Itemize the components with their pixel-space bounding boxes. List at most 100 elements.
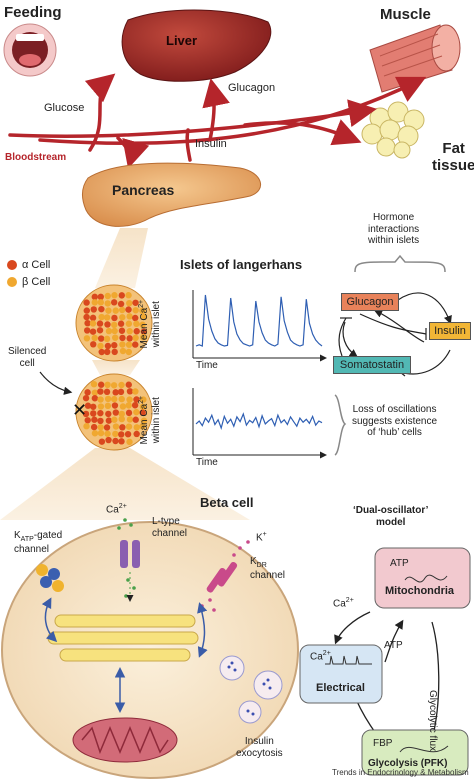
beta-cell-blue-arrows <box>41 597 208 713</box>
islet-cell <box>90 306 97 313</box>
xlabel-bottom: Time <box>196 457 218 468</box>
mitochondria-atp-label: ATP <box>390 558 409 569</box>
fat-tissue-illustration <box>361 101 425 159</box>
calcium-arrow-label: Ca2+ <box>333 597 354 610</box>
islet-cell <box>126 313 133 320</box>
trace-axes-top <box>192 290 327 362</box>
islet-cell <box>132 341 139 348</box>
islet-cell <box>98 313 105 321</box>
islet-cell <box>110 382 118 389</box>
islet-cell <box>97 417 104 425</box>
islet-cell <box>83 299 90 306</box>
islet-cell <box>112 437 119 445</box>
islet-cell <box>111 314 118 322</box>
islet-cell <box>118 306 126 314</box>
bloodstream-label: Bloodstream <box>5 152 67 163</box>
islet-cell <box>126 335 133 342</box>
islet-cell <box>133 424 140 431</box>
islet-cell <box>104 342 112 350</box>
islet-cell <box>125 292 132 299</box>
islet-cell <box>90 380 98 388</box>
islet-cell <box>84 389 91 396</box>
islet-cell <box>96 320 104 327</box>
islet-cell <box>126 299 133 307</box>
islet-cell <box>126 388 134 395</box>
islet-cell <box>111 327 118 335</box>
silenced-pointer-arrow <box>39 371 73 395</box>
islet-cell <box>103 314 111 321</box>
islet-cell <box>105 307 112 314</box>
islet-cell <box>91 430 99 437</box>
islet-cell <box>97 299 105 306</box>
mitochondria-label: Mitochondria <box>385 585 455 597</box>
islet-cell <box>104 381 111 389</box>
islet-cell <box>111 342 118 349</box>
islet-cell <box>112 423 120 430</box>
electrical-ca-label: Ca2+ <box>310 650 331 663</box>
ylabel-top: Mean Ca2+within islet <box>137 299 162 349</box>
islet-cell <box>97 388 104 395</box>
electrical-label: Electrical <box>316 682 365 694</box>
islet-cell <box>111 416 118 423</box>
islet-cell <box>119 347 127 355</box>
islet-cell <box>118 415 125 423</box>
islet-cell <box>97 335 105 342</box>
islet-cell <box>133 320 140 328</box>
islet-cell <box>90 403 97 410</box>
islet-cell <box>84 402 92 409</box>
islet-cell <box>140 396 147 403</box>
loss-bracket <box>334 394 347 456</box>
insulin-flow-label: Insulin <box>195 138 227 150</box>
islet-cell <box>104 300 111 307</box>
electrical-box <box>299 644 383 704</box>
islet-cell <box>110 299 118 306</box>
islet-cell <box>83 307 90 314</box>
islet-cell <box>98 438 106 445</box>
trace-axes-bottom <box>192 388 327 459</box>
insulin-granule-dots <box>227 661 272 716</box>
islet-cell <box>104 348 111 356</box>
beta-cell-dot <box>7 277 17 287</box>
islet-cell <box>97 381 105 388</box>
islet-cell <box>83 335 91 342</box>
insulin-granules <box>219 655 283 724</box>
islet-cell <box>91 395 99 402</box>
islet-cell <box>82 410 90 418</box>
islet-cell <box>140 417 148 424</box>
ylabel-bottom: Mean Ca2+within islet <box>137 395 162 445</box>
islet-cell <box>98 305 105 313</box>
flat-calcium-trace <box>195 412 323 430</box>
pancreas-illustration <box>81 162 262 227</box>
islet-cell <box>126 438 133 446</box>
islet-cell <box>104 402 112 410</box>
islet-cell <box>84 417 91 424</box>
islet-cell <box>90 423 98 431</box>
islet-cell <box>104 395 112 403</box>
islet-cell <box>97 403 105 410</box>
islet-cell <box>118 292 125 299</box>
islet-cell <box>111 402 119 409</box>
islet-cell <box>117 320 125 327</box>
islet-cell <box>112 307 119 314</box>
islet-cell <box>89 314 97 322</box>
islet-cell <box>103 424 111 431</box>
islet-cell <box>105 327 113 335</box>
islet-cell <box>118 395 125 403</box>
islet-cell <box>98 348 105 356</box>
islet-cell <box>126 416 134 423</box>
islet-cell <box>97 342 104 350</box>
islet-cell <box>104 321 111 328</box>
glycolysis-box <box>361 729 469 776</box>
glucagon-flow-label: Glucagon <box>228 82 276 94</box>
islet-cell <box>110 395 118 403</box>
islet-cell <box>112 389 119 396</box>
islet-cell <box>119 341 126 348</box>
islet-normal <box>75 284 153 362</box>
islet-cell <box>140 313 148 321</box>
islet-cell <box>111 348 118 356</box>
islet-cell <box>119 334 126 342</box>
